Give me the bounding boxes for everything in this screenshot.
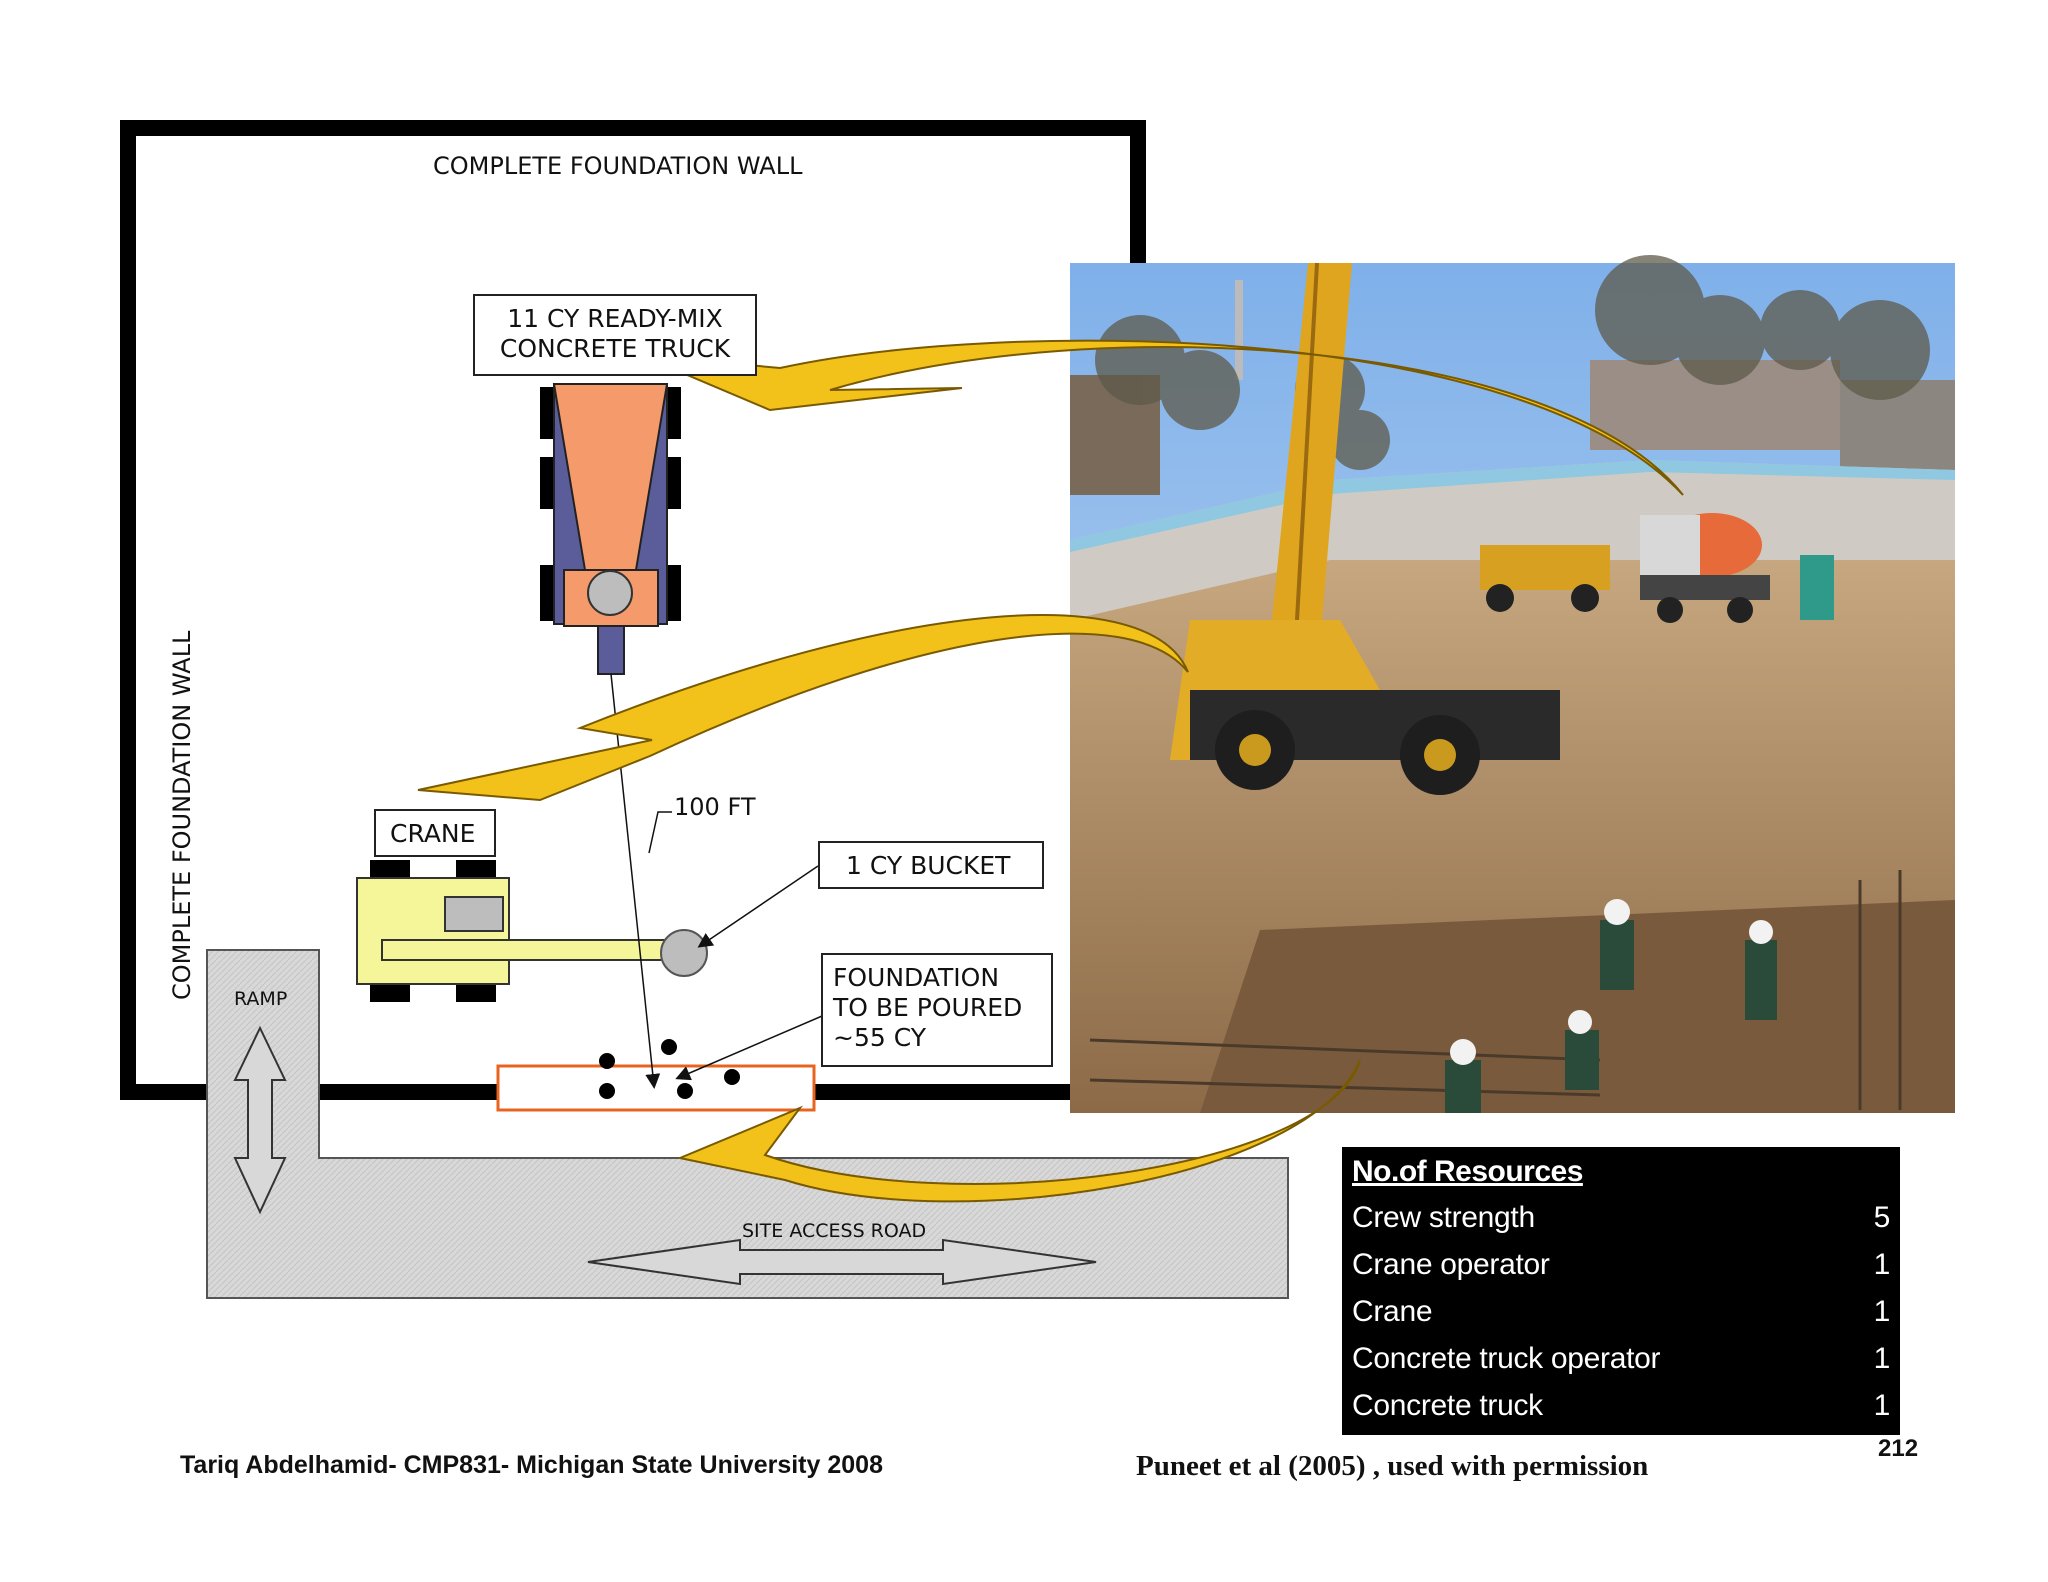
workers-dots [599, 1039, 740, 1099]
foundation-wall [120, 120, 1146, 1096]
distance-label: 100 FT [674, 793, 756, 821]
crane-label: CRANE [390, 819, 476, 848]
resource-name: Crane operator [1352, 1248, 1550, 1281]
resource-name: Concrete truck [1352, 1389, 1543, 1422]
resource-name: Crew strength [1352, 1201, 1535, 1234]
bucket-icon [660, 929, 708, 977]
foundation-label-line2: TO BE POURED [833, 993, 1023, 1022]
resource-count: 1 [1873, 1342, 1891, 1375]
crane [356, 860, 708, 1002]
bucket-label-box: 1 CY BUCKET [818, 841, 1044, 889]
foundation-pour-area [496, 1064, 816, 1112]
table-row: Crew strength 5 [1352, 1201, 1890, 1247]
table-row: Crane 1 [1352, 1295, 1890, 1341]
truck-label-line2: CONCRETE TRUCK [499, 334, 731, 363]
bucket-label: 1 CY BUCKET [846, 851, 1011, 880]
page-number: 212 [1878, 1435, 1919, 1462]
table-row: Concrete truck operator 1 [1352, 1342, 1890, 1388]
crane-label-box: CRANE [374, 809, 496, 857]
arrow-truck [639, 339, 1684, 496]
truck-label-box: 11 CY READY-MIX CONCRETE TRUCK [473, 294, 757, 376]
resource-name: Crane [1352, 1295, 1433, 1328]
resource-name: Concrete truck operator [1352, 1342, 1661, 1375]
ramp-double-arrow-icon [233, 1025, 287, 1215]
resources-title: No.of Resources [1352, 1155, 1583, 1188]
wall-top-label: COMPLETE FOUNDATION WALL [433, 152, 803, 180]
table-row: Crane operator 1 [1352, 1248, 1890, 1294]
resource-count: 1 [1873, 1248, 1891, 1281]
ramp-label: RAMP [234, 988, 288, 1010]
resource-count: 5 [1873, 1201, 1891, 1234]
foundation-label-line3: ~55 CY [833, 1023, 926, 1052]
arrow-foundation [676, 1059, 1361, 1203]
footer-credit-center: Puneet et al (2005) , used with permissi… [1136, 1450, 1649, 1482]
foundation-label-line1: FOUNDATION [833, 963, 1000, 992]
construction-site-photo [1070, 255, 1955, 1113]
distance-line [610, 673, 661, 1089]
arrow-crane [417, 614, 1189, 802]
road-double-arrow-icon [587, 1238, 1097, 1286]
truck-label-line1: 11 CY READY-MIX [507, 304, 723, 333]
resource-count: 1 [1873, 1295, 1891, 1328]
resources-table: No.of Resources Crew strength 5 Crane op… [1342, 1147, 1900, 1435]
table-row: Concrete truck 1 [1352, 1389, 1890, 1435]
footer-credit-left: Tariq Abdelhamid- CMP831- Michigan State… [180, 1451, 883, 1479]
resource-count: 1 [1873, 1389, 1891, 1422]
ramp-road-shape [206, 949, 1289, 1299]
concrete-truck [540, 383, 681, 675]
wall-left-label: COMPLETE FOUNDATION WALL [168, 630, 196, 1000]
site-road-label: SITE ACCESS ROAD [742, 1220, 927, 1242]
foundation-label-box: FOUNDATION TO BE POURED ~55 CY [821, 953, 1053, 1067]
